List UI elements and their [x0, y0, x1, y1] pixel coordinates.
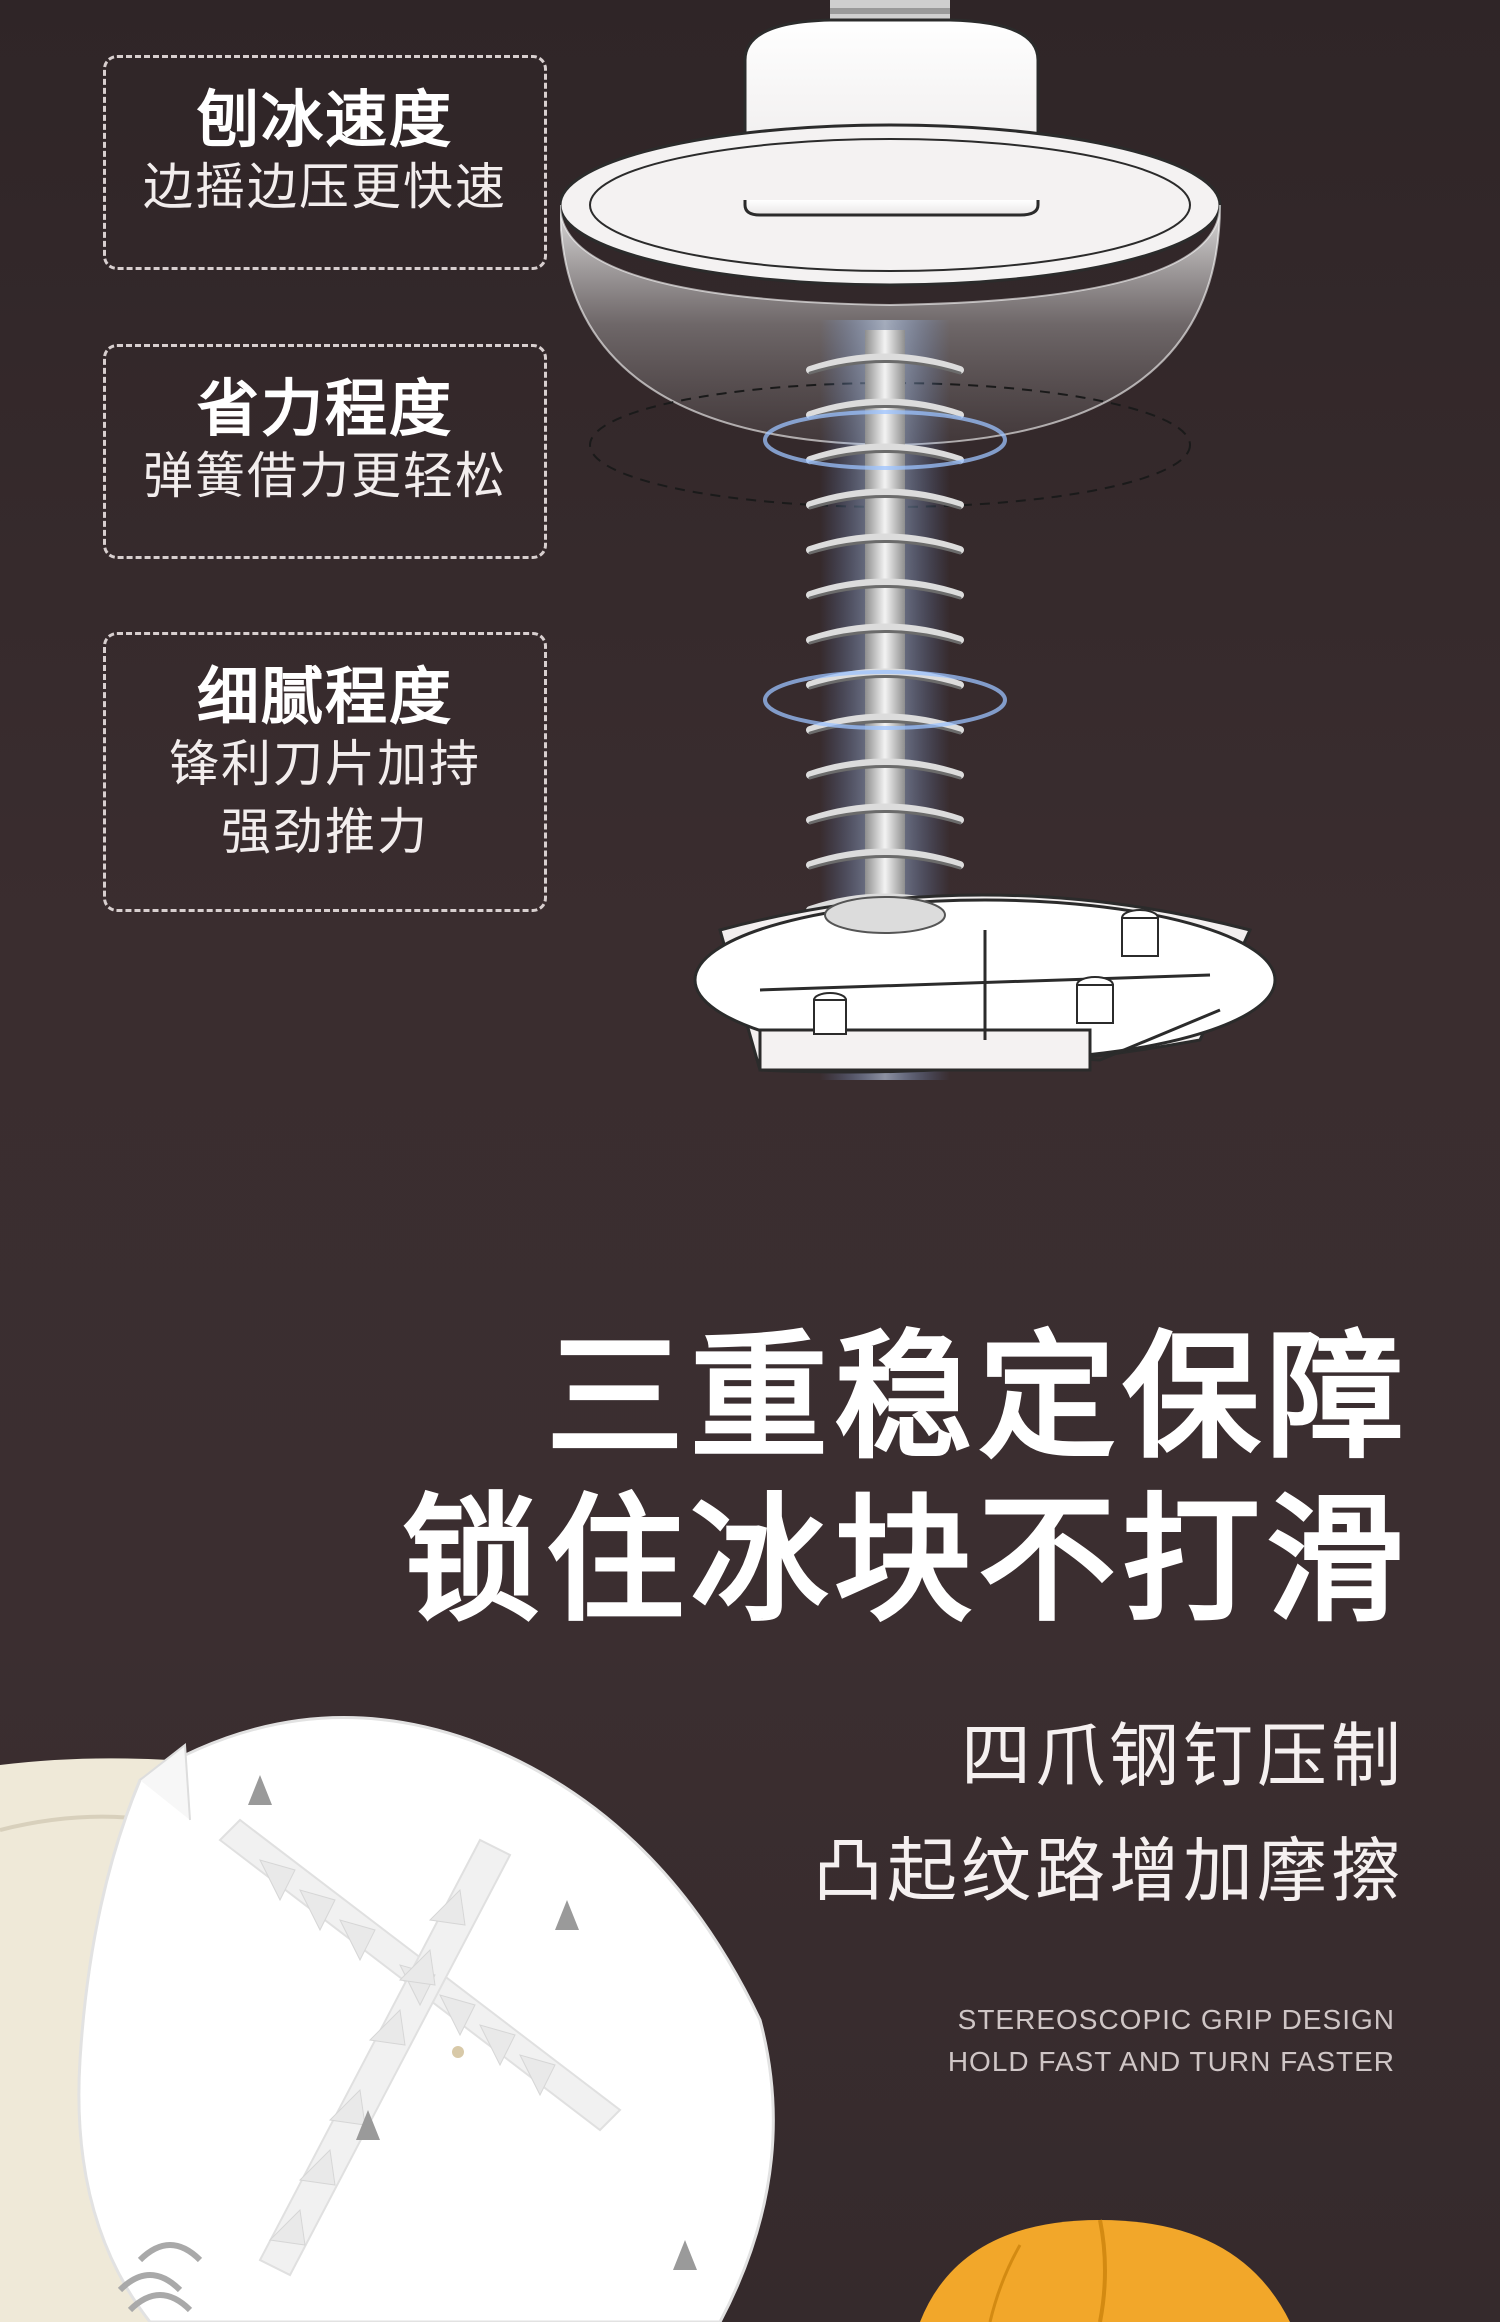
english-line-1: STEREOSCOPIC GRIP DESIGN — [957, 2004, 1395, 2035]
grip-plate-illustration — [0, 1716, 1290, 2322]
english-line-2: HOLD FAST AND TURN FASTER — [947, 2046, 1395, 2077]
feature-title-effort: 省力程度 — [196, 372, 453, 445]
headline-line-1: 三重稳定保障 — [545, 1317, 1410, 1478]
spring-press-illustration — [560, 0, 1277, 1080]
feature-desc-fineness-1: 锋利刀片加持 — [169, 735, 481, 794]
feature-box-effort: 省力程度 弹簧借力更轻松 — [103, 344, 547, 559]
feature-box-fineness: 细腻程度 锋利刀片加持 强劲推力 — [103, 632, 547, 912]
feature-desc-fineness-2: 强劲推力 — [221, 802, 429, 861]
subheadline-line-1: 四爪钢钉压制 — [961, 1715, 1405, 1797]
feature-title-speed: 刨冰速度 — [196, 83, 453, 156]
feature-box-speed: 刨冰速度 边摇边压更快速 — [103, 55, 547, 270]
feature-desc-speed: 边摇边压更快速 — [143, 158, 507, 217]
headline-line-2: 锁住冰块不打滑 — [401, 1480, 1410, 1641]
subheadline-line-2: 凸起纹路增加摩擦 — [813, 1830, 1405, 1912]
feature-desc-effort: 弹簧借力更轻松 — [143, 447, 507, 506]
feature-title-fineness: 细腻程度 — [196, 660, 453, 733]
